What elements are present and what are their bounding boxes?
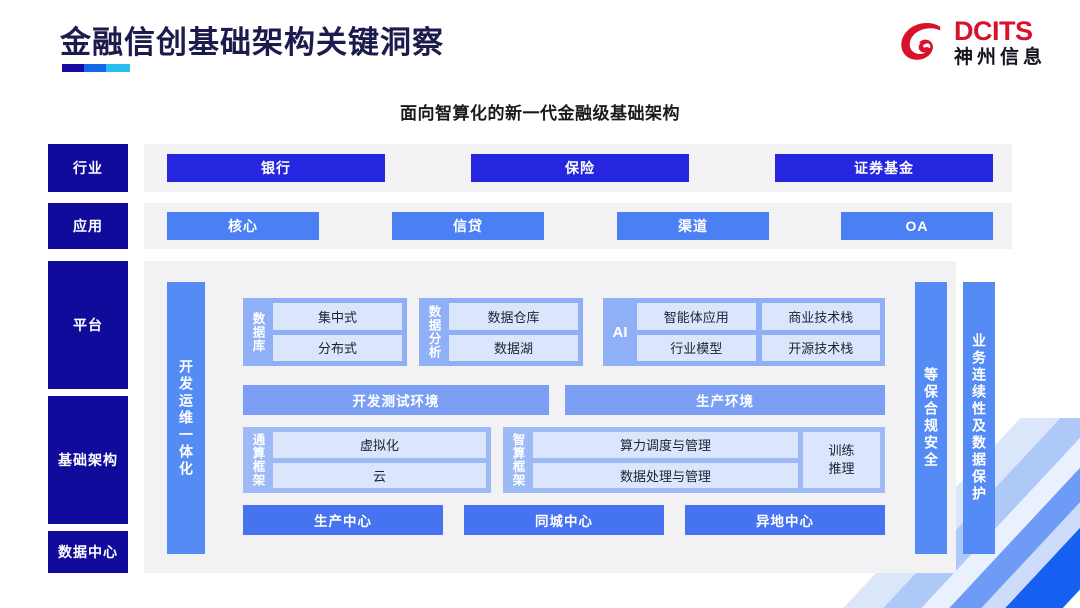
- brand-logo: DCITS 神州信息: [898, 18, 1046, 67]
- industry-item-insurance[interactable]: 保险: [471, 154, 689, 182]
- side-bar-compliance[interactable]: 等保合规安全: [915, 282, 947, 554]
- environment-dev-test[interactable]: 开发测试环境: [243, 385, 549, 415]
- group-ai: AI 智能体应用 商业技术栈 行业模型 开源技术栈: [603, 298, 885, 366]
- rail-label-datacenter: 数据中心: [48, 531, 128, 573]
- cell-industry-model[interactable]: 行业模型: [637, 334, 756, 361]
- group-database: 数据库 集中式 分布式: [243, 298, 407, 366]
- page-title: 金融信创基础架构关键洞察: [60, 25, 444, 60]
- cell-centralized[interactable]: 集中式: [273, 303, 402, 330]
- side-bar-business-continuity[interactable]: 业务连续性及数据保护: [963, 282, 995, 554]
- group-label-ai: AI: [612, 323, 628, 341]
- group-label-database: 数据库: [250, 311, 265, 353]
- group-general-compute-framework: 通算框架 虚拟化 云: [243, 427, 491, 493]
- cell-data-lake[interactable]: 数据湖: [449, 334, 578, 361]
- center-production[interactable]: 生产中心: [243, 505, 443, 535]
- cell-train-inference[interactable]: 训练 推理: [803, 432, 880, 488]
- industry-item-securities-fund[interactable]: 证券基金: [775, 154, 993, 182]
- center-metro[interactable]: 同城中心: [464, 505, 664, 535]
- cell-opensource-tech-stack[interactable]: 开源技术栈: [761, 334, 880, 361]
- train-label: 训练: [828, 443, 855, 459]
- rail-label-industry: 行业: [48, 144, 128, 192]
- cell-data-warehouse[interactable]: 数据仓库: [449, 303, 578, 330]
- cell-data-processing[interactable]: 数据处理与管理: [533, 462, 798, 488]
- group-intelligent-compute-framework: 智算框架 算力调度与管理 数据处理与管理 训练 推理: [503, 427, 885, 493]
- application-item-channel[interactable]: 渠道: [617, 212, 769, 240]
- logo-text-cn: 神州信息: [953, 47, 1046, 68]
- inference-label: 推理: [828, 461, 855, 476]
- center-remote[interactable]: 异地中心: [685, 505, 885, 535]
- cell-commercial-tech-stack[interactable]: 商业技术栈: [761, 303, 880, 330]
- logo-text-en: DCITS: [953, 16, 1033, 46]
- group-label-intelligent-compute: 智算框架: [510, 433, 525, 487]
- rail-label-infrastructure: 基础架构: [48, 396, 128, 524]
- rail-label-application: 应用: [48, 203, 128, 249]
- group-label-data-analysis: 数据分析: [426, 305, 441, 359]
- industry-item-bank[interactable]: 银行: [167, 154, 385, 182]
- cell-compute-scheduling[interactable]: 算力调度与管理: [533, 432, 798, 458]
- title-underline-rule: [62, 64, 130, 72]
- application-item-oa[interactable]: OA: [841, 212, 993, 240]
- group-data-analysis: 数据分析 数据仓库 数据湖: [419, 298, 583, 366]
- rail-label-platform: 平台: [48, 261, 128, 389]
- environment-production[interactable]: 生产环境: [565, 385, 885, 415]
- cell-cloud[interactable]: 云: [273, 462, 486, 488]
- application-item-credit[interactable]: 信贷: [392, 212, 544, 240]
- cell-distributed[interactable]: 分布式: [273, 334, 402, 361]
- group-label-general-compute: 通算框架: [250, 433, 265, 487]
- application-item-core[interactable]: 核心: [167, 212, 319, 240]
- cell-agent-application[interactable]: 智能体应用: [637, 303, 756, 330]
- subtitle: 面向智算化的新一代金融级基础架构: [400, 104, 680, 123]
- dcits-swirl-logo-icon: [901, 22, 941, 60]
- devops-vertical-bar[interactable]: 开发运维一体化: [167, 282, 205, 554]
- cell-virtualization[interactable]: 虚拟化: [273, 432, 486, 458]
